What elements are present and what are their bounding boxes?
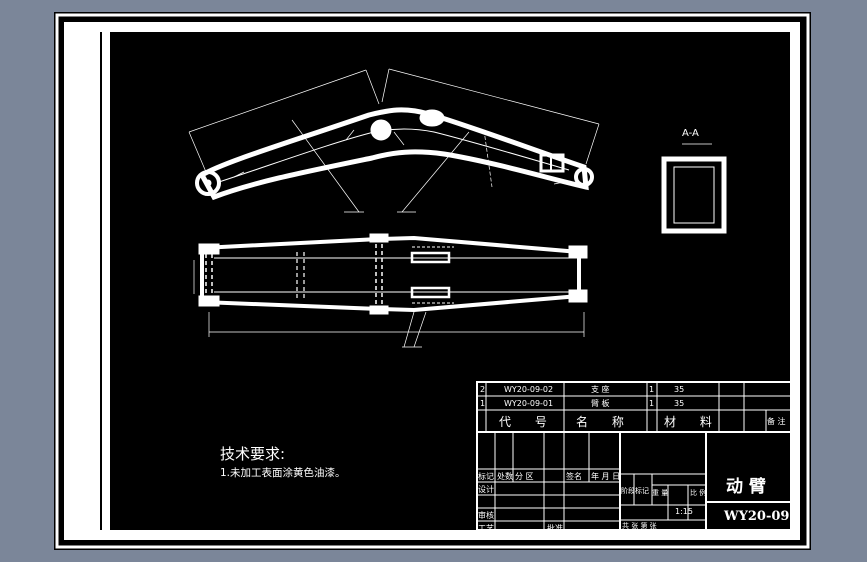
inner-frame-top [100, 22, 800, 32]
part-name: 支 座 [591, 385, 610, 394]
tech-requirements-note: 1.未加工表面涂黄色油漆。 [220, 467, 346, 479]
stage-label: 阶段标记 [621, 487, 649, 495]
row-label-review: 审核 [478, 511, 494, 520]
sheets-label: 共 张 第 张 [622, 522, 657, 530]
header-name: 名 称 [576, 415, 634, 429]
col-label-date: 年 月 日 [591, 472, 621, 481]
boom-side-view [188, 68, 600, 213]
boom-plan-view [193, 233, 588, 348]
title-block [476, 381, 792, 531]
section-label: A-A [682, 128, 699, 139]
part-seq: 1 [480, 399, 486, 408]
scale-value: 1:15 [675, 507, 693, 516]
col-label-zone: 分 区 [515, 472, 534, 481]
part-material: 35 [674, 385, 685, 394]
row-label-design: 设计 [478, 485, 494, 494]
part-qty: 1 [649, 399, 655, 408]
part-name: 臂 板 [591, 399, 610, 408]
inner-frame-right [790, 22, 800, 540]
scale-label: 比 例 [690, 489, 707, 497]
approve-label: 批准 [547, 524, 563, 533]
col-label-count: 处数 [497, 472, 513, 481]
part-title: 动 臂 [726, 477, 766, 497]
part-qty: 1 [649, 385, 655, 394]
row-label-mark: 标记 [478, 472, 494, 481]
drawing-number: WY20-09 [724, 509, 790, 524]
header-remark: 备 注 [767, 417, 786, 426]
row-label-process: 工艺 [478, 524, 494, 533]
section-a-a [661, 143, 727, 234]
cad-drawing [55, 13, 810, 549]
boom-tip-pin [574, 167, 594, 187]
inner-frame-bottom [100, 530, 800, 540]
cylinder-lug [419, 109, 445, 127]
header-code: 代 号 [499, 415, 557, 429]
tech-requirements-title: 技术要求: [220, 445, 286, 463]
binding-margin [64, 22, 100, 540]
boom-root-pin [195, 170, 221, 196]
inner-frame-left [102, 22, 110, 540]
part-code: WY20-09-01 [504, 399, 554, 408]
part-material: 35 [674, 399, 685, 408]
weight-label: 重 量 [652, 489, 669, 497]
boom-hinge-boss [370, 119, 392, 141]
part-seq: 2 [480, 385, 486, 394]
header-material: 材 料 [664, 415, 722, 429]
part-code: WY20-09-02 [504, 385, 554, 394]
drawing-sheet: 技术要求: 1.未加工表面涂黄色油漆。 A-A 2 WY20-09-02 支 座… [54, 12, 811, 550]
col-label-sign: 签名 [566, 472, 582, 481]
outer-frame [55, 13, 810, 549]
